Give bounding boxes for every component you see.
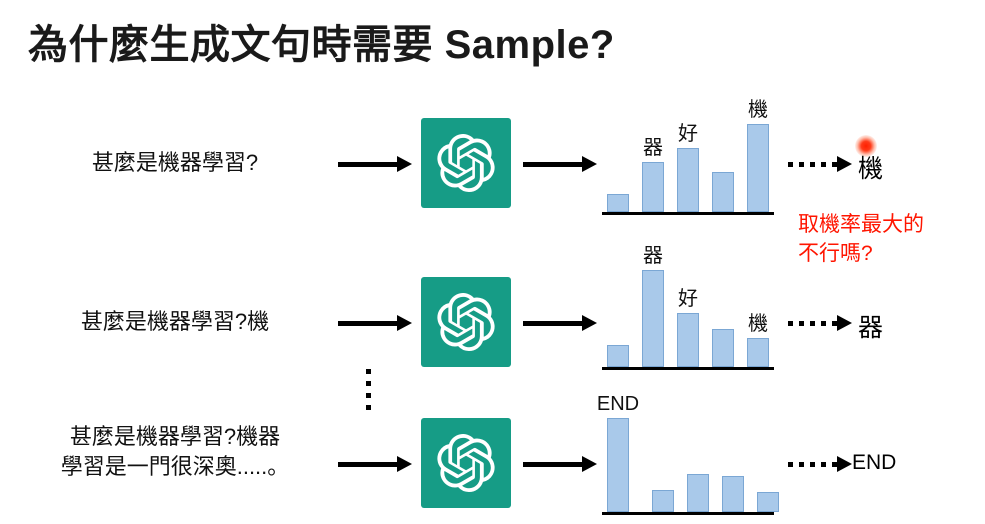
bar-group: END bbox=[597, 392, 780, 512]
bar-label: 好 bbox=[678, 288, 698, 310]
probability-bar bbox=[757, 492, 780, 512]
bar-column: 好 bbox=[677, 122, 699, 212]
arrow-right-icon bbox=[338, 456, 412, 472]
bar-group: 器好 機 bbox=[602, 98, 774, 212]
probability-bar bbox=[687, 474, 710, 512]
bar-label: 機 bbox=[748, 313, 768, 335]
bar-column: 器 bbox=[642, 244, 664, 367]
arrow-right-icon bbox=[523, 156, 597, 172]
bar-column: END bbox=[597, 392, 639, 512]
bar-column bbox=[607, 319, 629, 367]
openai-logo-icon bbox=[437, 134, 495, 192]
bar-column: 機 bbox=[747, 98, 769, 212]
chatgpt-logo-icon bbox=[421, 277, 511, 367]
probability-chart-3: END bbox=[597, 392, 780, 515]
bar-label: END bbox=[596, 393, 640, 415]
input-prompt-2: 甚麼是機器學習?機 bbox=[80, 309, 270, 334]
vertical-ellipsis-icon bbox=[366, 369, 371, 415]
annotation-question: 取機率最大的 不行嗎? bbox=[798, 213, 924, 265]
openai-logo-icon bbox=[437, 434, 495, 492]
probability-bar bbox=[642, 270, 664, 367]
probability-bar bbox=[642, 162, 664, 212]
probability-bar bbox=[677, 313, 699, 367]
dotted-arrow-icon bbox=[788, 315, 852, 331]
probability-bar bbox=[677, 148, 699, 212]
arrow-right-icon bbox=[338, 156, 412, 172]
bar-column bbox=[757, 466, 780, 512]
bar-column bbox=[652, 464, 675, 512]
sampled-token-1: 機 bbox=[858, 155, 884, 183]
probability-chart-1: 器好 機 bbox=[602, 96, 774, 215]
probability-bar bbox=[722, 476, 745, 512]
sampled-token-2: 器 bbox=[858, 314, 884, 342]
bar-label: 器 bbox=[643, 245, 663, 267]
input-prompt-3: 甚麼是機器學習?機器 學習是一門很深奧.....。 bbox=[60, 424, 290, 479]
probability-bar bbox=[712, 329, 734, 367]
dotted-arrow-icon bbox=[788, 456, 852, 472]
probability-bar bbox=[607, 418, 629, 512]
probability-bar bbox=[652, 490, 675, 512]
openai-logo-icon bbox=[437, 293, 495, 351]
bar-column bbox=[712, 146, 734, 212]
probability-bar bbox=[712, 172, 734, 212]
dotted-arrow-icon bbox=[788, 156, 852, 172]
probability-bar bbox=[747, 338, 769, 367]
arrow-right-icon bbox=[523, 315, 597, 331]
probability-bar bbox=[747, 124, 769, 212]
bar-label: 機 bbox=[748, 99, 768, 121]
bar-column: 器 bbox=[642, 136, 664, 212]
bar-column bbox=[687, 448, 710, 512]
laser-pointer-dot bbox=[855, 135, 877, 157]
bar-column: 好 bbox=[677, 287, 699, 367]
chatgpt-logo-icon bbox=[421, 418, 511, 508]
bar-column bbox=[607, 168, 629, 212]
bar-column bbox=[722, 450, 745, 512]
arrow-right-icon bbox=[338, 315, 412, 331]
bar-column: 機 bbox=[747, 312, 769, 367]
slide-title: 為什麼生成文句時需要 Sample? bbox=[28, 23, 615, 67]
chatgpt-logo-icon bbox=[421, 118, 511, 208]
sampled-token-3: END bbox=[852, 451, 897, 474]
input-prompt-1: 甚麼是機器學習? bbox=[91, 150, 259, 175]
arrow-right-icon bbox=[523, 456, 597, 472]
probability-bar bbox=[607, 194, 629, 212]
bar-group: 器好機 bbox=[602, 244, 774, 367]
bar-label: 器 bbox=[643, 137, 663, 159]
bar-label: 好 bbox=[678, 123, 698, 145]
probability-bar bbox=[607, 345, 629, 367]
probability-chart-2: 器好機 bbox=[602, 243, 774, 370]
bar-column bbox=[712, 303, 734, 367]
